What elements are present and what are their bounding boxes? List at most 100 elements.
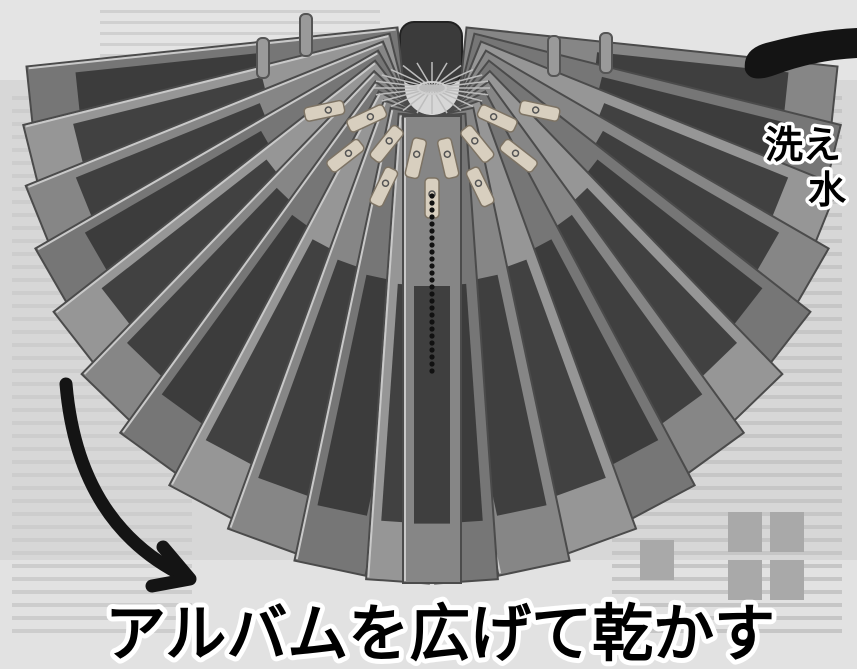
clothespin-body: [465, 166, 495, 208]
hanger-wire: [390, 87, 433, 108]
newspaper-text-line: [12, 460, 192, 464]
hanger-wire: [431, 80, 489, 89]
clothespin-spring: [531, 106, 540, 114]
newspaper-text-line: [12, 395, 192, 399]
spiral-coil: [429, 207, 435, 213]
hanger-wire: [431, 68, 474, 89]
hanger-wire: [381, 74, 433, 89]
newspaper-text-line: [12, 603, 192, 607]
newspaper-text-line: [12, 473, 192, 477]
hanger-wire: [431, 87, 474, 108]
spiral-coil: [429, 319, 435, 325]
clothespin-body: [436, 137, 460, 180]
newspaper-text-line: [612, 616, 842, 620]
newspaper-text-line: [612, 603, 842, 607]
newspaper-text-line: [100, 32, 380, 35]
spiral-coil: [429, 214, 435, 220]
caption-text: アルバムを広げて乾かす: [105, 597, 775, 669]
clothespin-body: [369, 166, 399, 208]
spiral-coil: [429, 326, 435, 332]
clothespin-body: [326, 138, 365, 173]
arrow-head-icon: [145, 540, 197, 593]
spiral-coil: [429, 340, 435, 346]
newspaper-text-line: [612, 564, 842, 568]
newspaper-text-line: [612, 512, 842, 516]
spiral-coil: [429, 228, 435, 234]
newspaper-text-line: [12, 551, 192, 555]
hanger-wire: [416, 87, 433, 114]
clothespin: [346, 104, 388, 133]
hanger-wire: [431, 74, 483, 89]
clothespin-body: [303, 99, 346, 122]
spiral-coil: [429, 347, 435, 353]
clothespin-spring: [385, 137, 393, 145]
page-edge-highlight: [229, 102, 387, 528]
side-note-line-2: 水: [808, 168, 847, 212]
clothespin: [326, 138, 365, 173]
spiral-coil: [429, 249, 435, 255]
hanger-clip: [299, 13, 313, 57]
clothespin-body: [460, 124, 495, 164]
clothespin-body: [518, 99, 561, 122]
clothespin: [369, 124, 404, 164]
hanger-wire: [375, 80, 433, 89]
side-note-line-1: 洗え: [765, 123, 841, 167]
spiral-binding: [429, 193, 435, 374]
clothespin: [369, 166, 399, 208]
newspaper-text-line: [12, 525, 192, 529]
newspaper-photo: [770, 560, 804, 600]
spiral-coil: [429, 235, 435, 241]
spiral-coil: [429, 263, 435, 269]
clothespin-spring: [474, 179, 483, 188]
page-edge-highlight: [37, 52, 378, 251]
clothespin-body: [476, 104, 518, 133]
clothespin-spring: [489, 112, 498, 121]
clothespin: [436, 137, 460, 180]
clothespin: [518, 99, 561, 122]
newspaper-text-line: [12, 590, 192, 594]
newspaper-text-line: [12, 434, 192, 438]
hanger-wires: [374, 62, 490, 114]
newspaper-text-line: [12, 577, 192, 581]
newspaper-text-line: [12, 447, 192, 451]
clothespin: [465, 166, 495, 208]
spiral-coil: [429, 200, 435, 206]
newspaper-text-line: [612, 447, 842, 451]
hanger-clip: [599, 32, 613, 74]
newspaper-text-line: [612, 460, 842, 464]
clothespin-spring: [366, 112, 375, 121]
clothespin-spring: [471, 137, 479, 145]
hanger-wire: [431, 87, 462, 112]
clothespin-body: [499, 138, 538, 173]
newspaper-photo: [770, 512, 804, 552]
clothespin-spring: [344, 149, 353, 158]
spiral-coil: [429, 242, 435, 248]
hanger-wire: [416, 62, 433, 89]
spiral-coil: [429, 291, 435, 297]
page-edge-highlight: [367, 115, 402, 578]
spiral-coil: [429, 305, 435, 311]
spiral-coil: [429, 221, 435, 227]
clothespin: [460, 124, 495, 164]
newspaper-text-line: [12, 408, 192, 412]
spiral-coil: [429, 277, 435, 283]
newspaper-text-line: [612, 577, 842, 581]
hanger-wire: [431, 87, 483, 102]
clothespin-spring: [511, 149, 520, 158]
page-edge-highlight: [27, 43, 383, 188]
hanger-wire: [431, 62, 448, 89]
newspaper-text-line: [12, 564, 192, 568]
hanger-wire: [402, 64, 433, 89]
clothespin-body: [346, 104, 388, 133]
newspaper-text-line: [12, 486, 192, 490]
hanger-pole: [399, 21, 463, 85]
newspaper-photo: [728, 560, 762, 600]
photo-window: [414, 286, 450, 524]
clothespin-spring: [412, 150, 421, 159]
newspaper-text-line: [612, 473, 842, 477]
page-edge-highlight: [122, 83, 377, 433]
page-edge-highlight: [25, 35, 389, 128]
spiral-coil: [429, 193, 435, 199]
